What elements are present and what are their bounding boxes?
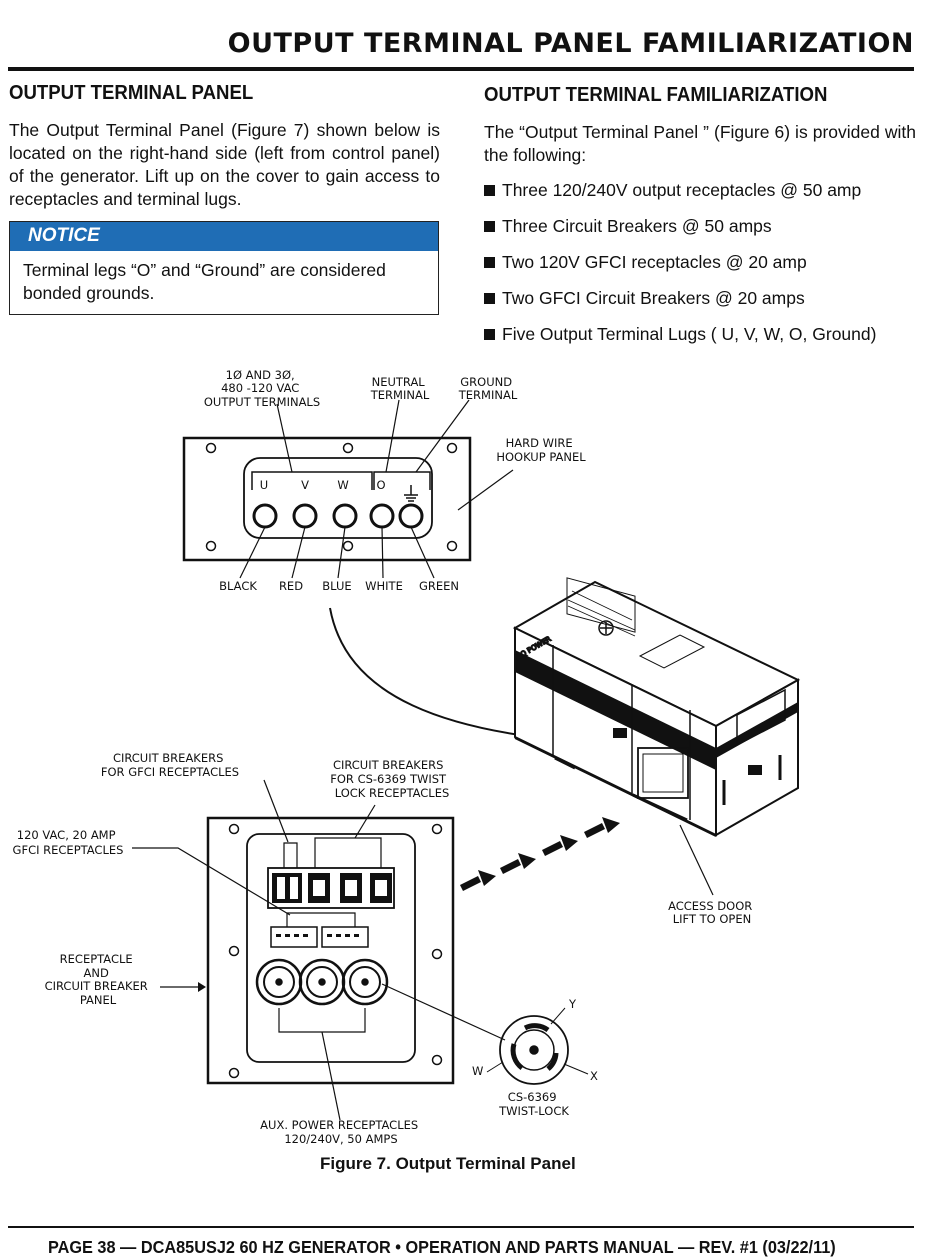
page-title: OUTPUT TERMINAL PANEL FAMILIARIZATION <box>227 28 914 59</box>
notice-box: NOTICE Terminal legs “O” and “Ground” ar… <box>9 221 439 315</box>
generator-drawing: MQ POWER <box>512 577 801 837</box>
left-paragraph: The Output Terminal Panel (Figure 7) sho… <box>9 120 440 209</box>
label-twist-lock: CS-6369 TWIST-LOCK <box>498 1090 569 1118</box>
right-heading: OUTPUT TERMINAL FAMILIARIZATION <box>484 84 828 106</box>
square-bullet-icon <box>484 293 495 304</box>
pin-label-y: Y <box>568 997 577 1011</box>
footer-rule <box>8 1226 914 1228</box>
left-heading: OUTPUT TERMINAL PANEL <box>9 82 254 104</box>
list-item: Three Circuit Breakers @ 50 amps <box>484 215 916 238</box>
square-bullet-icon <box>484 221 495 232</box>
receptacle-panel <box>132 779 506 1121</box>
label-ground-terminal: GROUND TERMINAL <box>458 375 518 402</box>
hookup-panel <box>182 399 514 579</box>
square-bullet-icon <box>484 329 495 340</box>
pin-label-w: W <box>472 1064 483 1078</box>
list-item: Two 120V GFCI receptacles @ 20 amp <box>484 251 916 274</box>
notice-title: NOTICE <box>10 222 438 251</box>
twist-lock-diagram <box>486 1007 589 1085</box>
terminal-letter-v: V <box>301 478 309 492</box>
feature-list: Three 120/240V output receptacles @ 50 a… <box>484 179 916 346</box>
figure-output-terminal-panel: MQ POWER <box>0 360 950 1180</box>
square-bullet-icon <box>484 185 495 196</box>
wire-color-blue: BLUE <box>322 579 351 593</box>
left-column: OUTPUT TERMINAL PANEL The Output Termina… <box>9 82 440 315</box>
terminal-letter-o: O <box>376 478 385 492</box>
terminal-letter-u: U <box>260 478 268 492</box>
list-item: Two GFCI Circuit Breakers @ 20 amps <box>484 287 916 310</box>
label-receptacle-panel: RECEPTACLE AND CIRCUIT BREAKER PANEL <box>45 952 152 1007</box>
label-aux-power: AUX. POWER RECEPTACLES 120/240V, 50 AMPS <box>260 1118 422 1146</box>
list-item: Three 120/240V output receptacles @ 50 a… <box>484 179 916 202</box>
label-cb-gfci: CIRCUIT BREAKERS FOR GFCI RECEPTACLES <box>101 751 239 779</box>
label-gfci-receptacles: 120 VAC, 20 AMP GFCI RECEPTACLES <box>13 828 124 857</box>
right-column: OUTPUT TERMINAL FAMILIARIZATION The “Out… <box>484 84 916 359</box>
label-hookup-panel: HARD WIRE HOOKUP PANEL <box>496 436 586 464</box>
label-output-terminals: 1Ø AND 3Ø, 480 -120 VAC OUTPUT TERMINALS <box>204 368 320 409</box>
terminal-letter-w: W <box>337 478 348 492</box>
direction-arrows <box>460 817 620 891</box>
wire-color-red: RED <box>279 579 303 593</box>
page-footer: PAGE 38 — DCA85USJ2 60 HZ GENERATOR • OP… <box>48 1237 836 1257</box>
list-item: Five Output Terminal Lugs ( U, V, W, O, … <box>484 323 916 346</box>
label-access-door: ACCESS DOOR LIFT TO OPEN <box>668 899 756 926</box>
figure-caption: Figure 7. Output Terminal Panel <box>320 1154 576 1173</box>
label-neutral-terminal: NEUTRAL TERMINAL <box>370 375 430 402</box>
figure-drawing: MQ POWER <box>13 368 801 1146</box>
right-intro: The “Output Terminal Panel ” (Figure 6) … <box>484 122 916 165</box>
label-cb-twist-lock: CIRCUIT BREAKERS FOR CS-6369 TWIST LOCK … <box>330 758 449 800</box>
square-bullet-icon <box>484 257 495 268</box>
wire-color-black: BLACK <box>219 579 257 593</box>
notice-text: Terminal legs “O” and “Ground” are consi… <box>23 260 386 303</box>
title-rule <box>8 67 914 71</box>
wire-color-green: GREEN <box>419 579 459 593</box>
wire-color-white: WHITE <box>365 579 403 593</box>
pin-label-x: X <box>590 1069 598 1083</box>
